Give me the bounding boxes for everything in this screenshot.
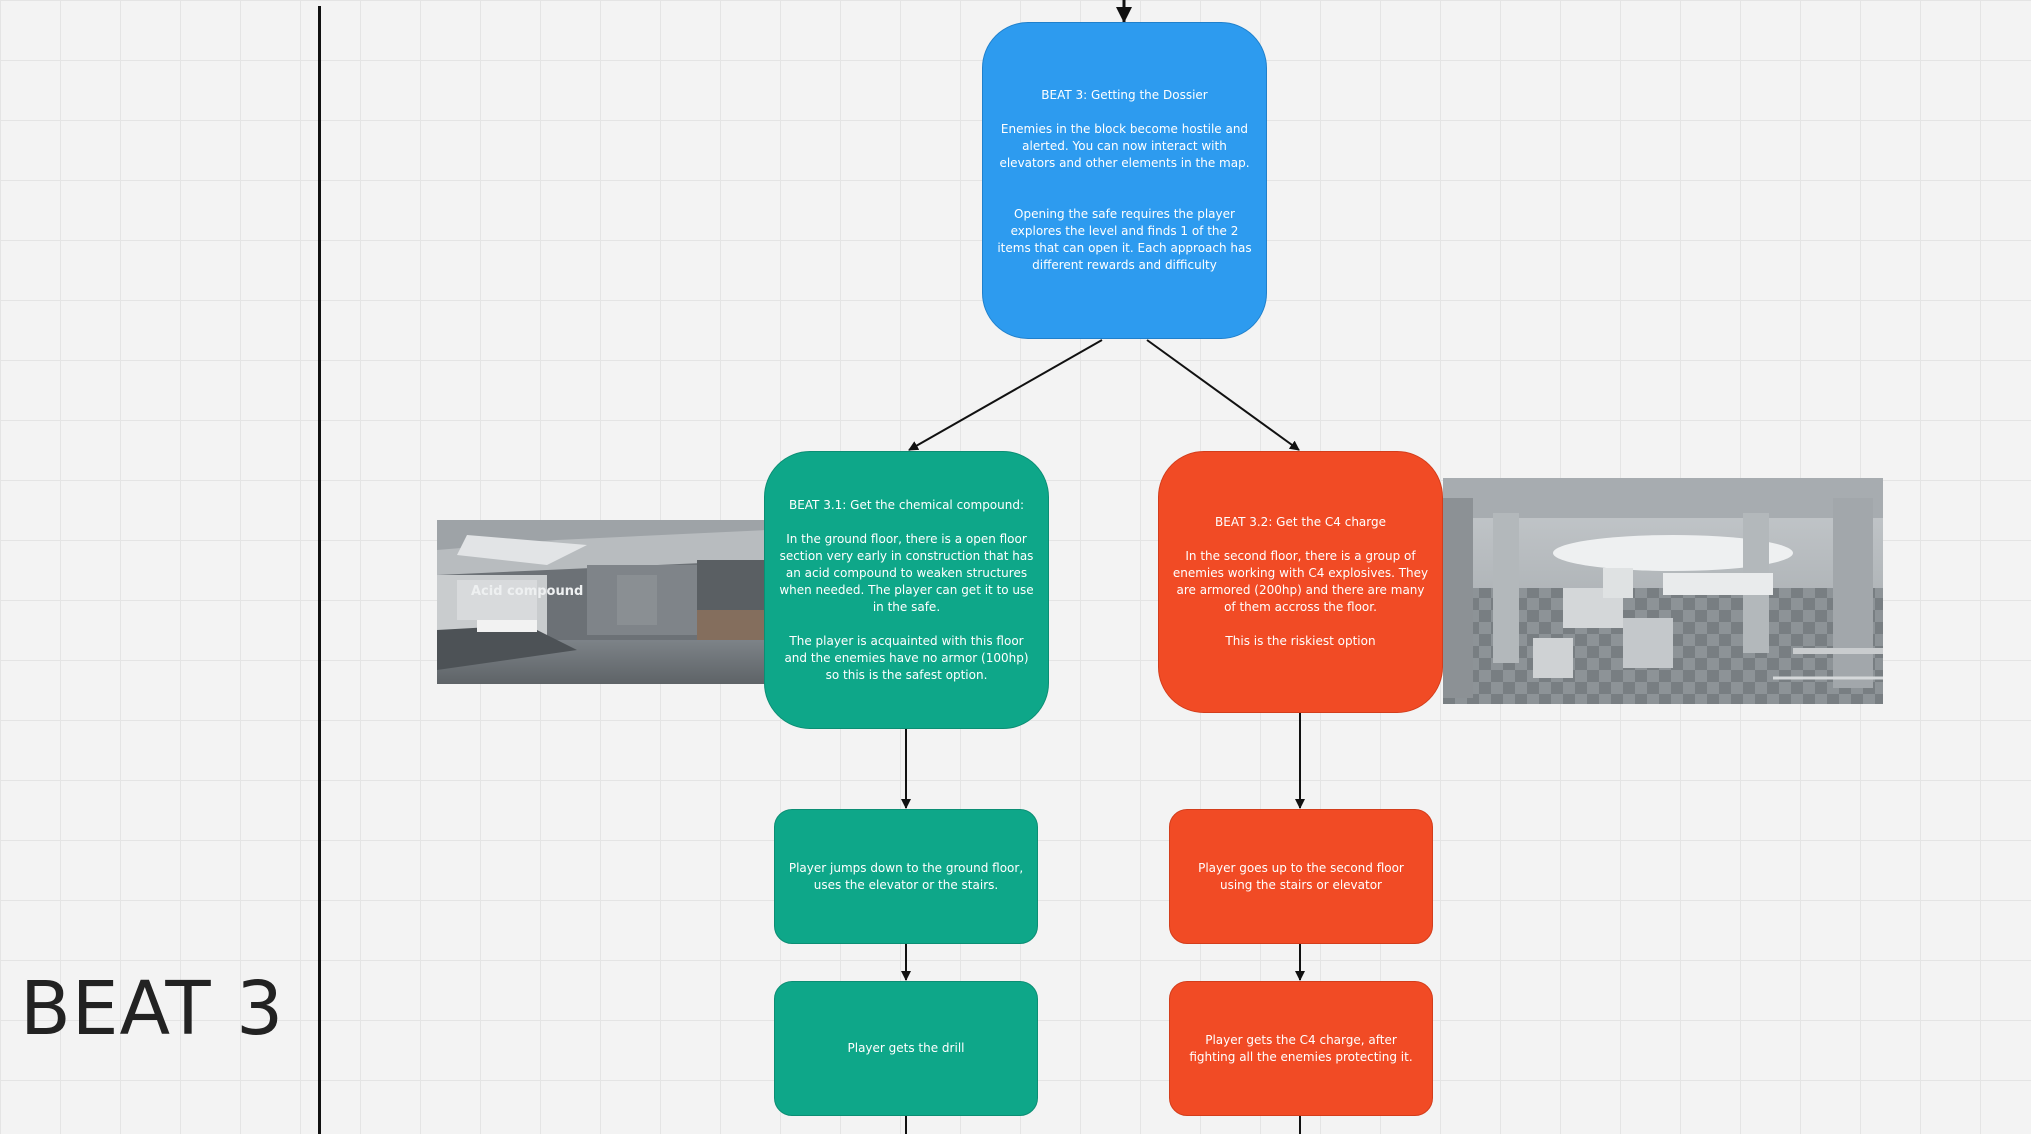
beat31-chemical-compound-node[interactable]: BEAT 3.1: Get the chemical compound: In … [764,451,1049,729]
red-step2-text: Player gets the C4 charge, after fightin… [1189,1032,1413,1064]
green-step1-text: Player jumps down to the ground floor, u… [788,860,1024,892]
section-divider [318,6,321,1134]
green-step2-text: Player gets the drill [847,1041,965,1055]
ground-floor-screenshot: Acid compound [437,520,768,684]
beat32-node-text: BEAT 3.2: Get the C4 charge In the secon… [1172,515,1429,648]
beat3-getting-dossier-node[interactable]: BEAT 3: Getting the Dossier Enemies in t… [982,22,1267,339]
red-step1-node[interactable]: Player goes up to the second floor using… [1169,809,1433,944]
arrow-beat3-to-beat32 [1146,339,1300,451]
beat31-node-text: BEAT 3.1: Get the chemical compound: In … [779,497,1034,682]
red-step1-text: Player goes up to the second floor using… [1198,860,1404,892]
red-step2-node[interactable]: Player gets the C4 charge, after fightin… [1169,981,1433,1116]
section-title: BEAT 3 [20,966,285,1052]
second-floor-screenshot [1443,478,1883,704]
beat32-c4-charge-node[interactable]: BEAT 3.2: Get the C4 charge In the secon… [1158,451,1443,713]
green-step1-node[interactable]: Player jumps down to the ground floor, u… [774,809,1038,944]
arrow-beat3-to-beat31 [908,339,1103,451]
green-step2-node[interactable]: Player gets the drill [774,981,1038,1116]
beat3-node-text: BEAT 3: Getting the Dossier Enemies in t… [997,88,1252,272]
acid-compound-sign: Acid compound [471,584,584,599]
